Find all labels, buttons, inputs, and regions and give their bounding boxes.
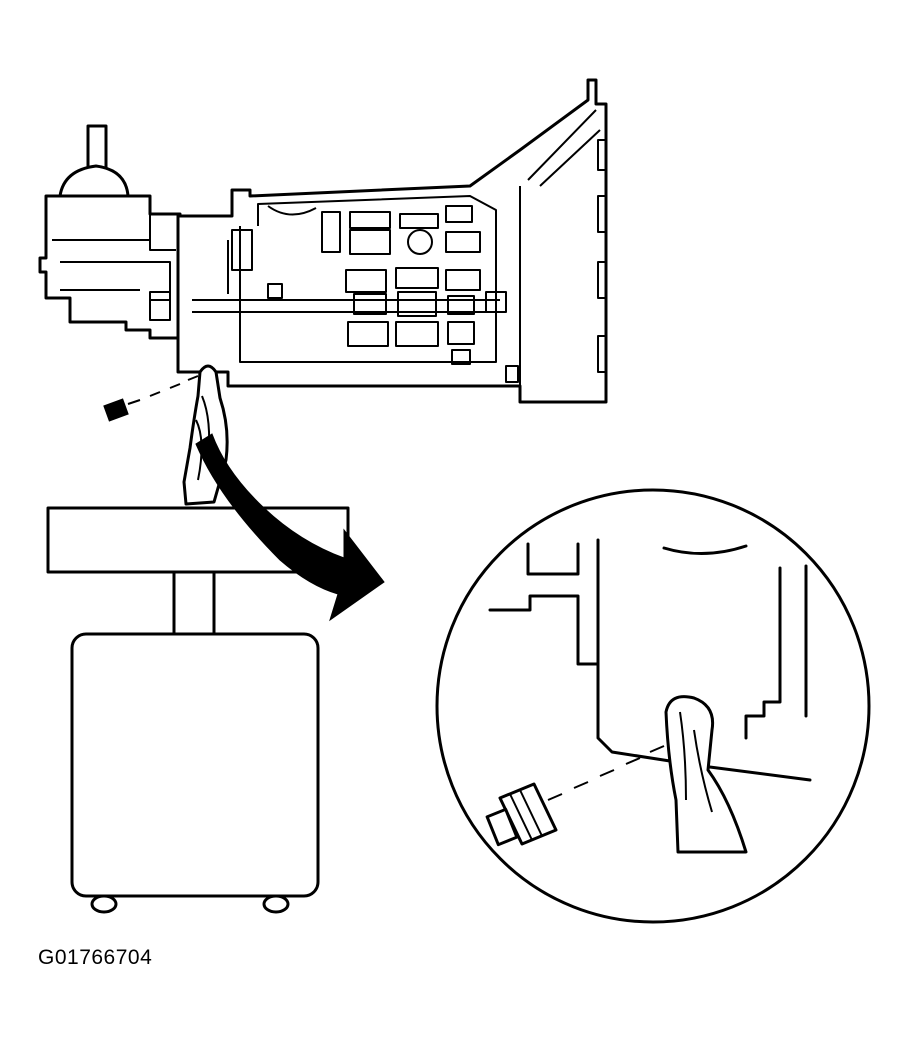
drain-plug-small: [103, 375, 199, 422]
detail-view-circle: [435, 488, 871, 924]
drain-plug-large: [485, 745, 665, 847]
transmission-assembly: [38, 78, 608, 506]
technician-hand-large: [664, 695, 748, 854]
extension-housing: [38, 194, 182, 340]
transmission-case: [176, 78, 608, 404]
figure-caption: G01766704: [38, 946, 153, 969]
shift-lever: [58, 124, 130, 198]
callout-arrow: [195, 433, 385, 622]
